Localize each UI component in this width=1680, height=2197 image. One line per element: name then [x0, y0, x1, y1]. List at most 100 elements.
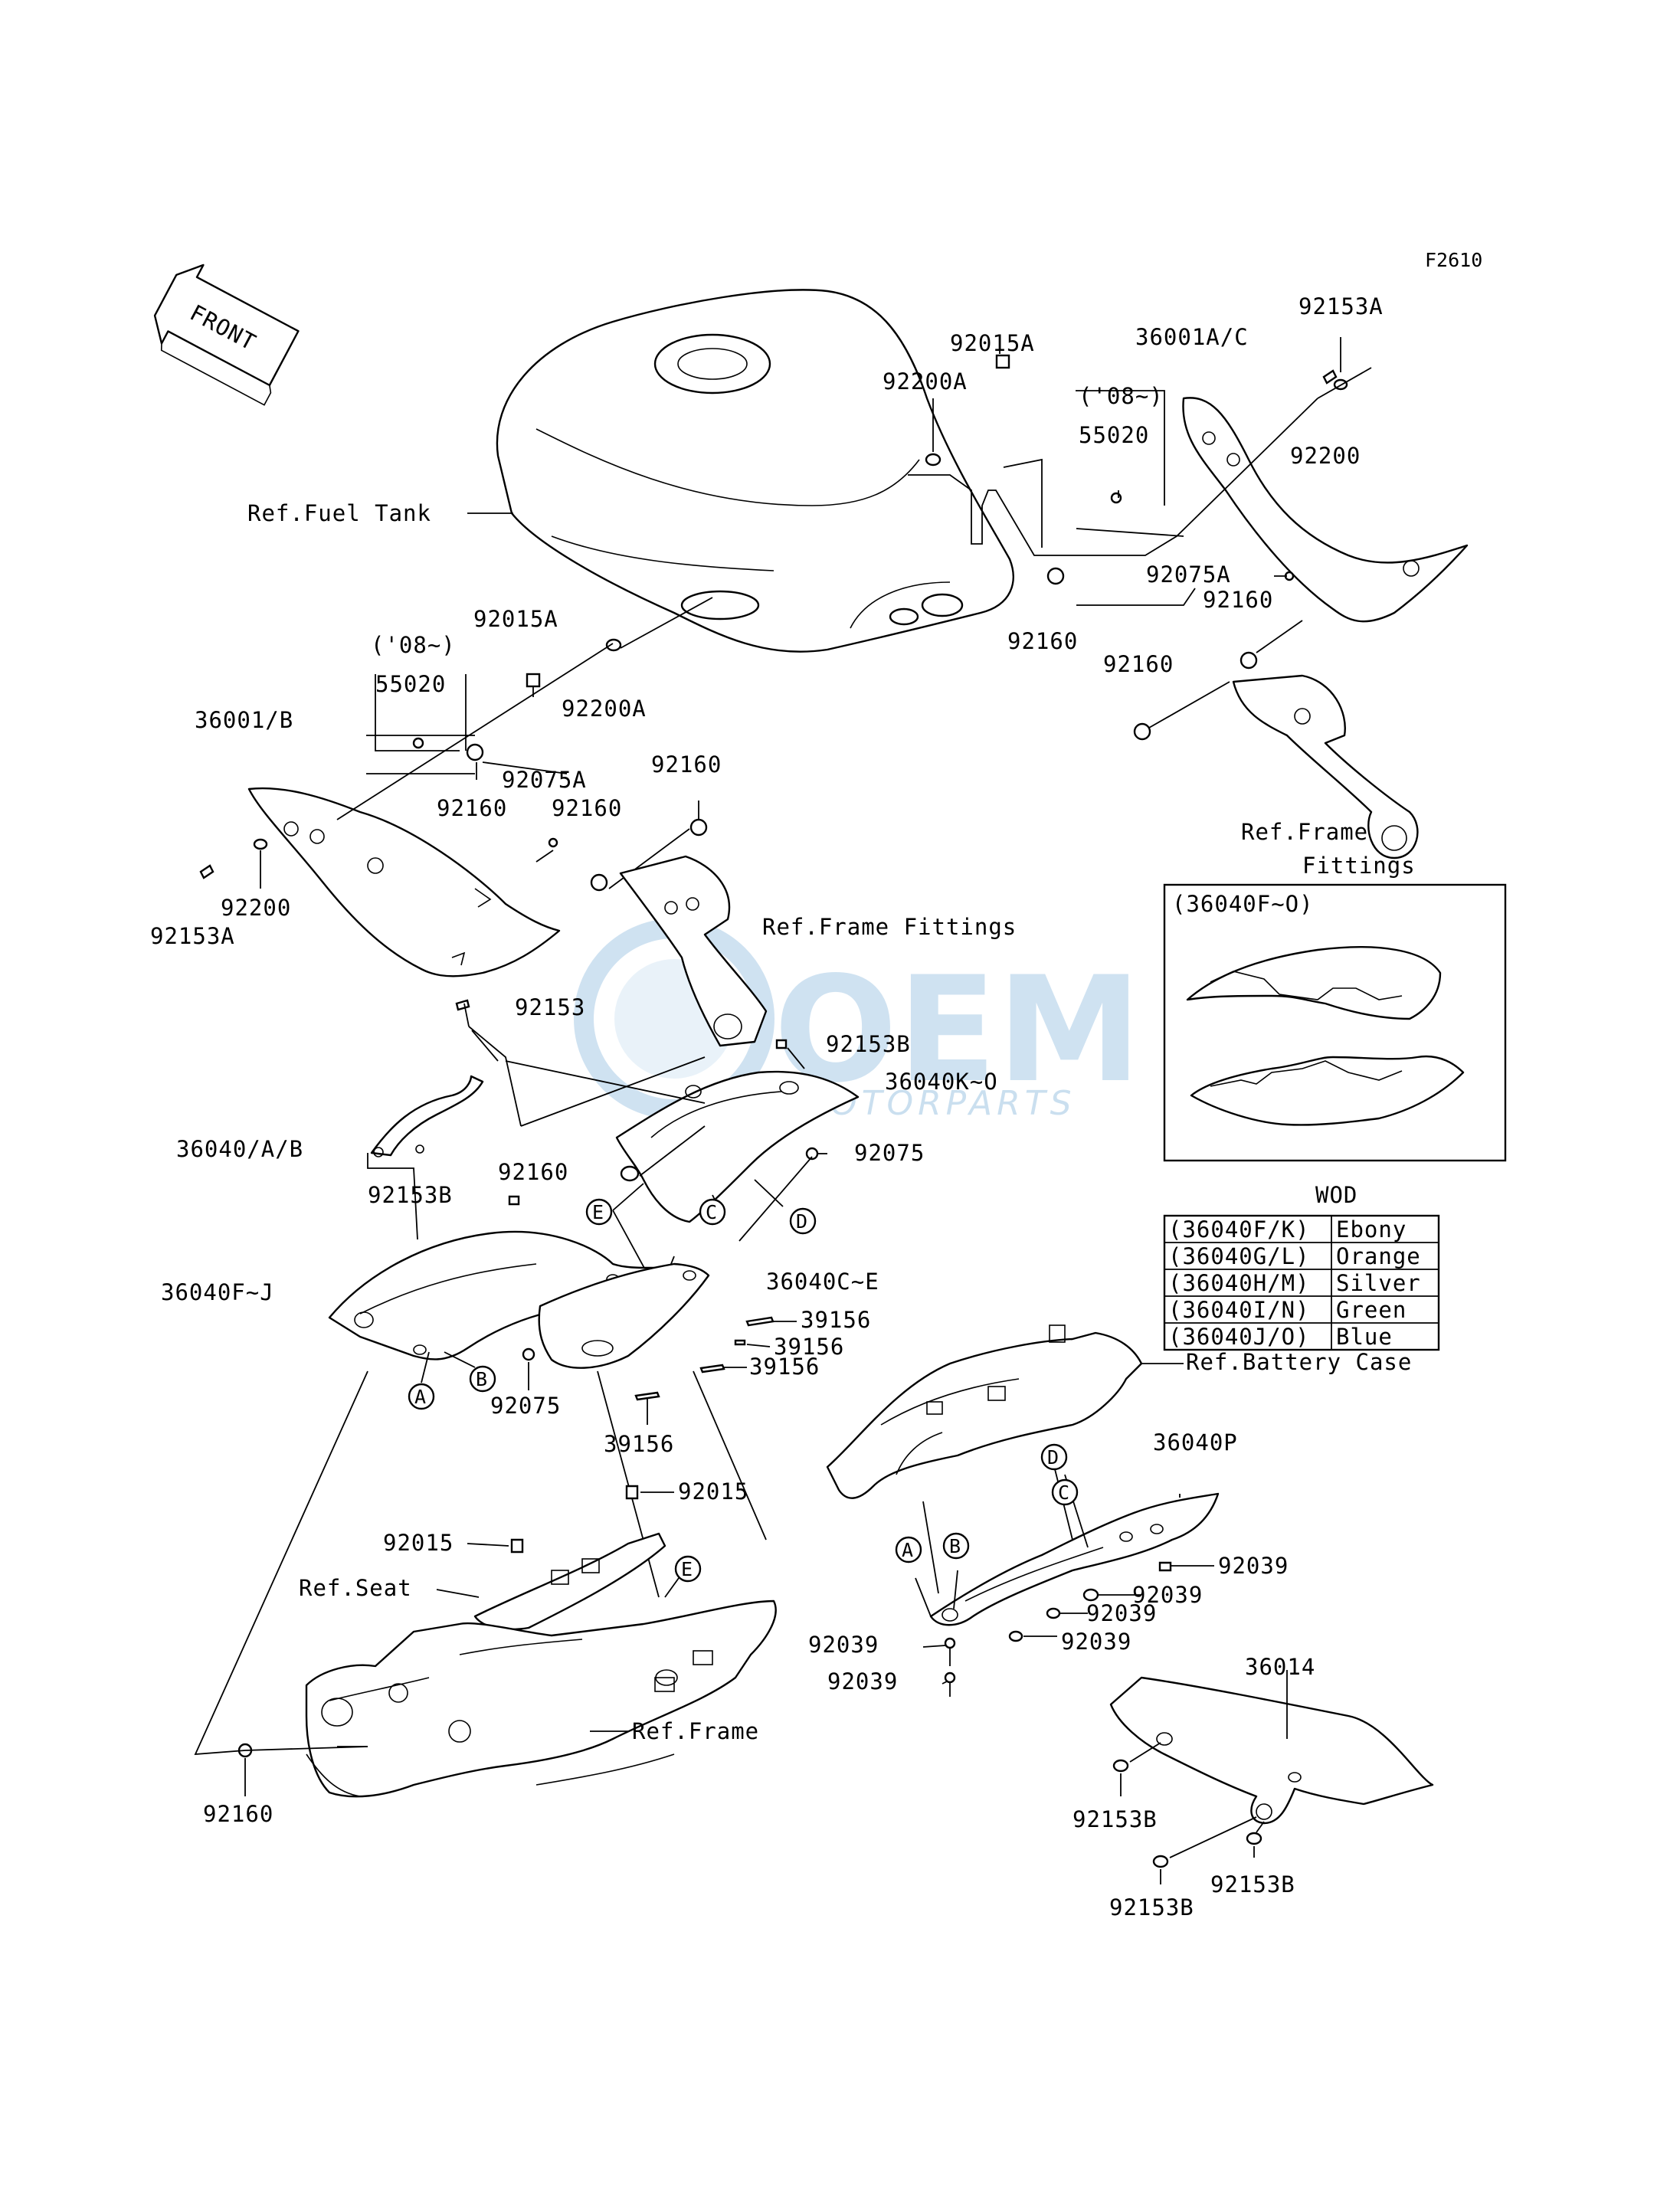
- callout-E-top-label: E: [592, 1201, 604, 1223]
- label-92039-6: 92039: [827, 1668, 898, 1694]
- callout-D-top: D: [789, 1207, 817, 1235]
- color-row-4-code: (36040J/O): [1168, 1324, 1310, 1350]
- left-leaders: [260, 597, 713, 889]
- right-leaders: [908, 337, 1372, 729]
- callout-D-right-label: D: [1047, 1446, 1059, 1468]
- right-side-cover: [1182, 397, 1469, 623]
- under-tray-hardware: [944, 1561, 1172, 1684]
- color-row-4-color: Blue: [1336, 1324, 1393, 1350]
- front-arrow-icon: FRONT: [153, 264, 300, 406]
- callout-E-bottom: E: [674, 1555, 702, 1583]
- label-92039-5: 92039: [808, 1632, 879, 1658]
- label-36014: 36014: [1245, 1654, 1315, 1680]
- ref-frame-fittings-top: Ref.Frame: [1241, 819, 1368, 845]
- color-row-1-code: (36040G/L): [1168, 1243, 1310, 1269]
- seat-leaders: [194, 1370, 674, 1796]
- callout-A-right: A: [895, 1536, 922, 1563]
- label-36001B: 36001/B: [195, 707, 293, 733]
- label-92075-2: 92075: [490, 1393, 561, 1419]
- label-92200A-right: 92200A: [883, 368, 968, 395]
- under-tray-36040P: [929, 1492, 1220, 1626]
- chain-guard-hardware: [1112, 1759, 1262, 1868]
- label-92015-2: 92015: [383, 1530, 454, 1556]
- color-row-3-code: (36040I/N): [1168, 1297, 1310, 1323]
- trim-36040AB: [370, 1075, 484, 1157]
- ref-frame-fittings-top-2: Fittings: [1302, 853, 1416, 879]
- callout-B-left-label: B: [476, 1368, 487, 1390]
- rear-frame: [305, 1599, 777, 1798]
- label-36040KO: 36040K~O: [885, 1069, 998, 1095]
- seat-bracket: [473, 1532, 666, 1631]
- battery-case: [826, 1324, 1143, 1499]
- label-36001AC: 36001A/C: [1135, 324, 1249, 350]
- label-92153A-left: 92153A: [150, 923, 235, 949]
- label-92153: 92153: [515, 994, 585, 1020]
- inset-cover-upper: [1186, 946, 1442, 1020]
- ref-seat-label: Ref.Seat: [299, 1575, 412, 1601]
- left-hardware: [199, 638, 708, 892]
- label-92160-right-1: 92160: [1203, 587, 1273, 613]
- center-hardware: [455, 999, 819, 1361]
- label-92200-right: 92200: [1290, 443, 1361, 469]
- callout-C-right: C: [1051, 1478, 1079, 1506]
- label-36040CE: 36040C~E: [766, 1269, 879, 1295]
- ref-frame-label: Ref.Frame: [632, 1718, 759, 1744]
- watermark: OEM MOTORPARTS: [574, 918, 1141, 1123]
- label-92160-right-2: 92160: [1007, 628, 1078, 654]
- label-36040FJ: 36040F~J: [161, 1279, 274, 1305]
- inset-cover-lower: [1190, 1055, 1465, 1126]
- color-row-3-color: Green: [1336, 1297, 1407, 1323]
- callout-E-bottom-label: E: [681, 1558, 693, 1580]
- ref-battery-case: Ref.Battery Case: [1186, 1349, 1412, 1375]
- color-row-2-code: (36040H/M): [1168, 1270, 1310, 1296]
- tail-cover-36040FJ: [328, 1230, 691, 1360]
- label-92160-mid: 92160: [498, 1159, 568, 1185]
- mid-frame-fitting: [619, 855, 768, 1047]
- label-36040P: 36040P: [1153, 1429, 1238, 1455]
- label-39156-3: 39156: [749, 1354, 820, 1380]
- label-92153B-3: 92153B: [1073, 1806, 1158, 1832]
- label-36040AB: 36040/A/B: [176, 1136, 303, 1162]
- label-39156-1: 39156: [801, 1307, 871, 1333]
- color-row-0-color: Ebony: [1336, 1216, 1407, 1243]
- label-92015A-right: 92015A: [950, 330, 1035, 356]
- label-92039-1: 92039: [1218, 1553, 1289, 1579]
- callout-B-left: B: [469, 1365, 496, 1393]
- label-92160-bottom: 92160: [203, 1801, 273, 1827]
- callout-B-right-label: B: [949, 1535, 961, 1557]
- label-92160-left-3: 92160: [437, 795, 507, 821]
- chain-guard-leaders: [1120, 1670, 1288, 1884]
- callout-D-top-label: D: [796, 1210, 807, 1233]
- label-92015-1: 92015: [678, 1478, 748, 1505]
- ref-frame-fittings-mid: Ref.Frame Fittings: [762, 914, 1017, 940]
- color-row-2-color: Silver: [1336, 1270, 1421, 1296]
- label-92039-3: 92039: [1086, 1600, 1157, 1626]
- label-92153B-2: 92153B: [368, 1182, 453, 1208]
- label-55020-left: 55020: [375, 671, 446, 697]
- callout-A-left-label: A: [414, 1386, 426, 1408]
- label-08-left: ('08~): [371, 632, 456, 658]
- ref-fuel-tank-label: Ref.Fuel Tank: [247, 500, 431, 526]
- label-92200-left: 92200: [221, 895, 291, 921]
- label-39156-2: 39156: [774, 1334, 844, 1360]
- color-row-0-code: (36040F/K): [1168, 1216, 1310, 1243]
- label-92160-left-1: 92160: [651, 751, 722, 778]
- right-frame-fitting: [1232, 674, 1419, 859]
- label-92075A-left: 92075A: [502, 767, 587, 793]
- label-92153A-right: 92153A: [1298, 293, 1384, 319]
- strips-39156: [634, 1316, 775, 1401]
- label-39156-4: 39156: [604, 1431, 674, 1457]
- label-92039-2: 92039: [1132, 1582, 1203, 1608]
- label-92075-1: 92075: [854, 1140, 925, 1166]
- label-92153B-4: 92153B: [1210, 1871, 1295, 1897]
- label-92039-4: 92039: [1061, 1629, 1131, 1655]
- color-row-1-color: Orange: [1336, 1243, 1421, 1269]
- wod-label: WOD: [1315, 1182, 1357, 1208]
- callout-D-right: D: [1040, 1443, 1068, 1471]
- label-92160-left-2: 92160: [552, 795, 622, 821]
- inset-title: (36040F~O): [1172, 891, 1314, 917]
- inset-color-panel: (36040F~O): [1163, 883, 1507, 1162]
- tail-section-36040CE: [538, 1262, 710, 1369]
- label-92200A-left: 92200A: [562, 696, 647, 722]
- color-table: (36040F/K) Ebony (36040G/L) Orange (3604…: [1163, 1214, 1440, 1351]
